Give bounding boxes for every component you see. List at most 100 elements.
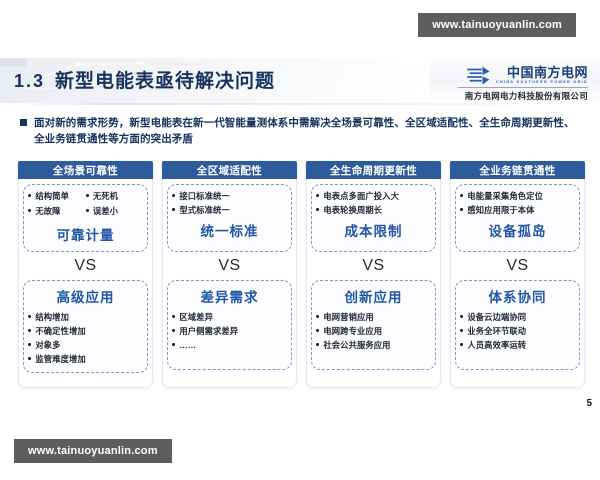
dot-bullet-icon bbox=[172, 329, 176, 333]
list-item: …… bbox=[172, 339, 287, 351]
comparison-column: 全区域适配性 接口标准统一 型式标准统一 统一标准 VS 差异需求 区域差异 用… bbox=[162, 161, 297, 388]
bullet-list: 电能量采集角色定位 感知应用限于本体 bbox=[460, 190, 575, 216]
list-item-label: 电表点多面广投入大 bbox=[323, 191, 399, 201]
logo-name-cn: 中国南方电网 bbox=[506, 65, 588, 81]
section-number: 1.3 bbox=[14, 71, 46, 91]
current-state-card: 电能量采集角色定位 感知应用限于本体 设备孤岛 bbox=[455, 184, 580, 252]
list-item-label: 设备云边端协同 bbox=[467, 312, 527, 322]
comparison-columns: 全场景可靠性 结构简单 无死机 无故障 误差小 可靠计量 VS 高级应用 结构增… bbox=[18, 161, 585, 388]
dot-bullet-icon bbox=[172, 194, 176, 198]
card-title: 差异需求 bbox=[200, 290, 259, 305]
column-header: 全场景可靠性 bbox=[18, 161, 153, 179]
list-item-label: 电网营销应用 bbox=[323, 312, 374, 322]
list-item-label: 社会公共服务应用 bbox=[323, 340, 391, 351]
dot-bullet-icon bbox=[28, 315, 32, 319]
list-item-label: 电能量采集角色定位 bbox=[467, 191, 543, 201]
card-title: 体系协同 bbox=[488, 290, 547, 305]
dot-bullet-icon bbox=[172, 343, 176, 347]
list-item: 无死机 bbox=[85, 190, 144, 202]
column-header: 全业务链贯通性 bbox=[450, 161, 585, 179]
list-item-label: 电网跨专业应用 bbox=[323, 326, 383, 337]
list-item: 社会公共服务应用 bbox=[316, 339, 431, 351]
list-item: 对象多 bbox=[28, 339, 143, 351]
current-state-card: 接口标准统一 型式标准统一 统一标准 bbox=[167, 184, 292, 252]
dot-bullet-icon bbox=[28, 343, 32, 347]
list-item: 设备云边端协同 bbox=[460, 311, 575, 323]
list-item-label: 结构增加 bbox=[35, 312, 69, 322]
bullet-list: 结构简单 无死机 无故障 误差小 bbox=[28, 190, 143, 220]
card-title: 高级应用 bbox=[56, 290, 115, 305]
square-bullet-icon bbox=[20, 119, 27, 126]
future-state-card: 创新应用 电网营销应用 电网跨专业应用 社会公共服务应用 bbox=[311, 280, 436, 370]
card-title: 设备孤岛 bbox=[488, 224, 547, 240]
column-header: 全区域适配性 bbox=[162, 161, 297, 179]
column-body: 电表点多面广投入大 电表轮换周期长 成本限制 VS 创新应用 电网营销应用 电网… bbox=[306, 179, 441, 388]
watermark-top: www.tainuoyuanlin.com bbox=[418, 13, 576, 37]
section-title-text: 新型电能表亟待解决问题 bbox=[55, 71, 276, 92]
list-item-label: 区域差异 bbox=[179, 312, 213, 322]
dot-bullet-icon bbox=[28, 329, 32, 333]
list-item: 结构简单 bbox=[28, 190, 86, 202]
list-item-label: 电表轮换周期长 bbox=[323, 205, 383, 216]
list-item-label: 结构简单 bbox=[35, 191, 69, 201]
list-item: 型式标准统一 bbox=[172, 204, 287, 216]
watermark-bottom: www.tainuoyuanlin.com bbox=[14, 439, 172, 463]
vs-separator: VS bbox=[74, 257, 97, 274]
bullet-list: 设备云边端协同 业务全环节联动 人员高效率运转 bbox=[460, 311, 575, 351]
future-state-card: 差异需求 区域差异 用户侧需求差异 …… bbox=[167, 280, 292, 370]
title-underline-rule bbox=[0, 103, 600, 105]
dot-bullet-icon bbox=[460, 315, 464, 319]
list-item: 接口标准统一 bbox=[172, 190, 287, 202]
card-title: 创新应用 bbox=[344, 290, 403, 305]
list-item: 电表轮换周期长 bbox=[316, 204, 431, 216]
column-body: 接口标准统一 型式标准统一 统一标准 VS 差异需求 区域差异 用户侧需求差异 … bbox=[162, 179, 297, 388]
list-item: 电表点多面广投入大 bbox=[316, 190, 431, 202]
column-header: 全生命周期更新性 bbox=[306, 161, 441, 179]
comparison-column: 全场景可靠性 结构简单 无死机 无故障 误差小 可靠计量 VS 高级应用 结构增… bbox=[18, 161, 153, 388]
column-body: 结构简单 无死机 无故障 误差小 可靠计量 VS 高级应用 结构增加 不确定性增… bbox=[18, 179, 153, 388]
title-corner-chip bbox=[0, 58, 26, 67]
comparison-column: 全业务链贯通性 电能量采集角色定位 感知应用限于本体 设备孤岛 VS 体系协同 … bbox=[450, 161, 585, 388]
page-title: 1.3 新型电能表亟待解决问题 bbox=[14, 66, 275, 93]
list-item: 监管难度增加 bbox=[28, 353, 143, 365]
list-item: 区域差异 bbox=[172, 311, 287, 323]
dot-bullet-icon bbox=[316, 315, 320, 319]
dot-bullet-icon bbox=[28, 357, 32, 361]
list-item-label: 感知应用限于本体 bbox=[467, 205, 535, 216]
list-item: 无故障 bbox=[28, 205, 86, 217]
list-item: 误差小 bbox=[85, 205, 144, 217]
dot-bullet-icon bbox=[460, 208, 464, 212]
dot-bullet-icon bbox=[28, 194, 32, 198]
list-item: 电能量采集角色定位 bbox=[460, 190, 575, 202]
brand-logo: 中国南方电网 CHINA SOUTHERN POWER GRID 南方电网电力科… bbox=[458, 66, 588, 102]
comparison-column: 全生命周期更新性 电表点多面广投入大 电表轮换周期长 成本限制 VS 创新应用 … bbox=[306, 161, 441, 388]
logo-primary-row: 中国南方电网 CHINA SOUTHERN POWER GRID bbox=[458, 66, 588, 85]
list-item-label: 接口标准统一 bbox=[179, 191, 230, 201]
column-body: 电能量采集角色定位 感知应用限于本体 设备孤岛 VS 体系协同 设备云边端协同 … bbox=[450, 179, 585, 388]
list-item-label: 用户侧需求差异 bbox=[179, 326, 239, 337]
card-title: 统一标准 bbox=[200, 224, 259, 240]
list-item-label: 不确定性增加 bbox=[35, 326, 86, 337]
dot-bullet-icon bbox=[460, 194, 464, 198]
bullet-list: 接口标准统一 型式标准统一 bbox=[172, 190, 287, 216]
list-item-label: 业务全环节联动 bbox=[467, 326, 527, 337]
logo-subsidiary-name: 南方电网电力科技股份有限公司 bbox=[464, 91, 588, 101]
list-item-label: 无故障 bbox=[35, 206, 61, 217]
current-state-card: 结构简单 无死机 无故障 误差小 可靠计量 bbox=[23, 184, 148, 252]
circuit-decoration-icon bbox=[20, 61, 232, 89]
card-title: 可靠计量 bbox=[56, 228, 115, 244]
card-title: 成本限制 bbox=[344, 224, 403, 240]
dot-bullet-icon bbox=[172, 208, 176, 212]
dot-bullet-icon bbox=[85, 194, 89, 198]
dot-bullet-icon bbox=[316, 194, 320, 198]
list-item: 不确定性增加 bbox=[28, 325, 143, 337]
dot-bullet-icon bbox=[85, 209, 89, 213]
dot-bullet-icon bbox=[316, 208, 320, 212]
vs-separator: VS bbox=[218, 257, 241, 274]
page-number: 5 bbox=[586, 398, 592, 408]
lead-paragraph-text: 面对新的需求形势，新型电能表在新一代智能量测体系中需解决全场景可靠性、全区域适配… bbox=[34, 117, 575, 146]
bullet-list: 电网营销应用 电网跨专业应用 社会公共服务应用 bbox=[316, 311, 431, 351]
lead-paragraph: 面对新的需求形势，新型电能表在新一代智能量测体系中需解决全场景可靠性、全区域适配… bbox=[20, 115, 582, 148]
